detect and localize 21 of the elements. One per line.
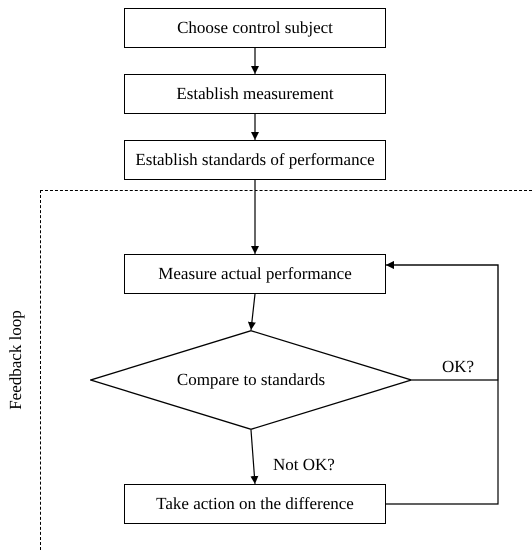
region-label: Feedback loop [6, 310, 26, 410]
edge-label: Not OK? [273, 456, 335, 473]
process-box [124, 140, 386, 180]
arrow [251, 180, 259, 254]
arrow [251, 48, 259, 74]
arrow [248, 294, 256, 330]
process-box [124, 484, 386, 524]
edge-label: OK? [442, 358, 474, 375]
decision-diamond [90, 330, 412, 430]
arrow [251, 114, 259, 140]
process-box [124, 254, 386, 294]
node-label: Take action on the difference [156, 494, 354, 514]
process-box [124, 74, 386, 114]
node-label: Compare to standards [176, 370, 326, 390]
node-label: Measure actual performance [158, 264, 352, 284]
arrow [250, 430, 258, 484]
node-label: Establish standards of performance [135, 150, 375, 170]
process-box [124, 8, 386, 48]
arrow [386, 261, 499, 505]
node-label: Establish measurement [176, 84, 334, 104]
node-label: Choose control subject [177, 18, 333, 38]
